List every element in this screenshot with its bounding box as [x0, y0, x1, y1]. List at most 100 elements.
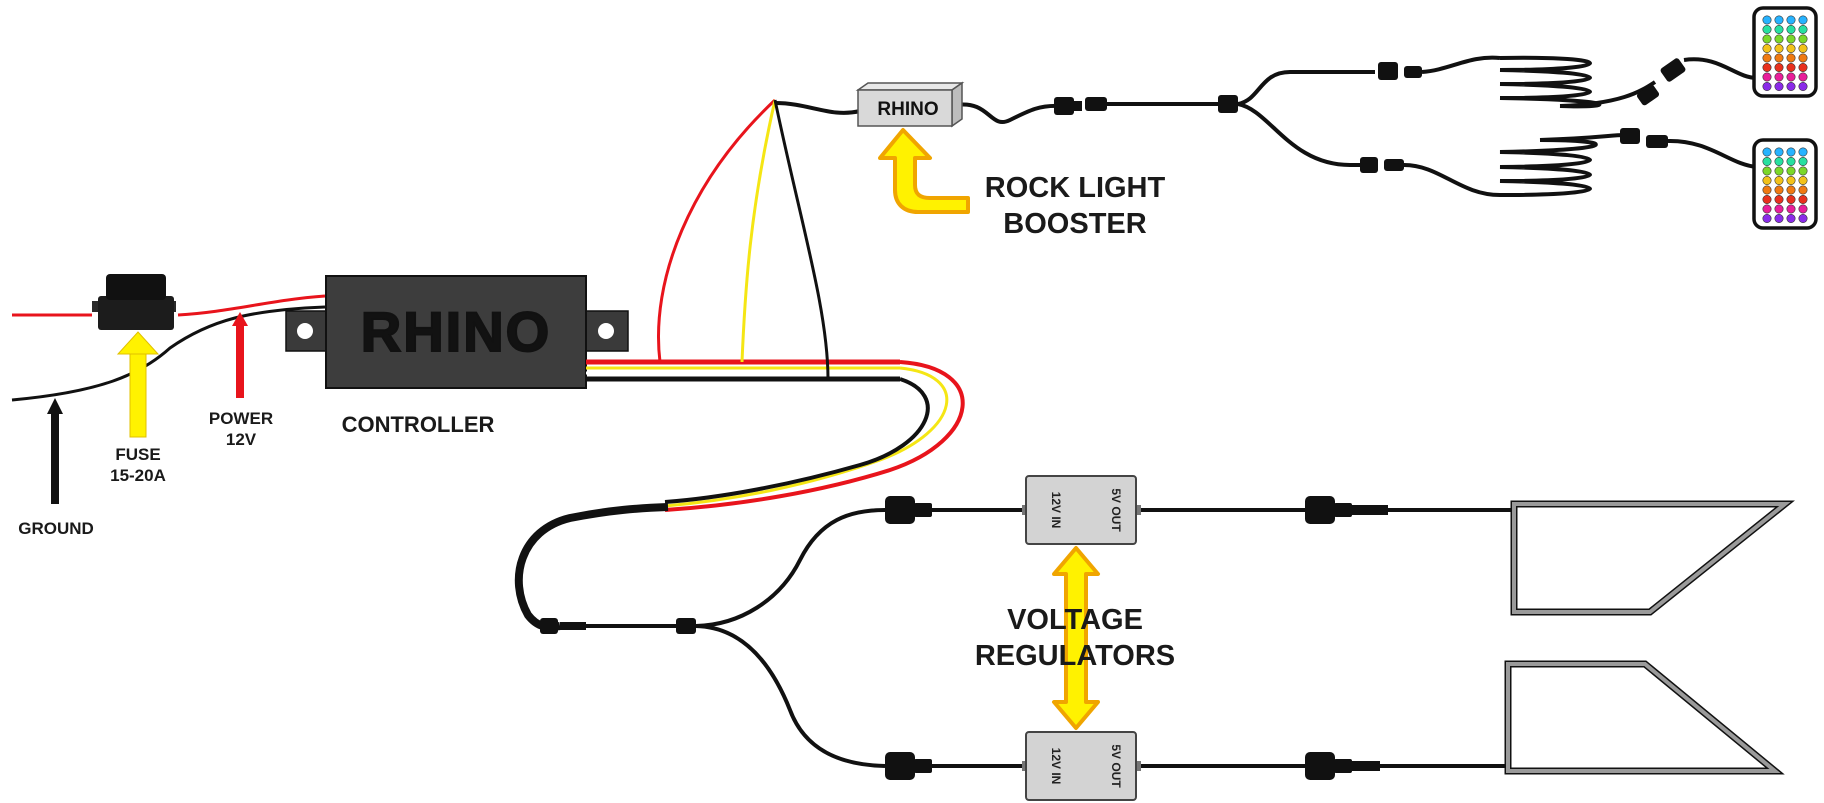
led-dot-grid [1762, 15, 1808, 92]
coil-top [1499, 55, 1657, 109]
led-dot [1798, 214, 1808, 224]
harness-loop-yellow [664, 366, 949, 508]
lower-trunk-wire [514, 503, 669, 631]
led-dot [1762, 15, 1772, 25]
led-dot [1786, 194, 1796, 204]
led-dot [1786, 214, 1796, 224]
voltage-regulator-top: 12V IN 5V OUT [1022, 475, 1141, 545]
led-dot [1798, 147, 1808, 157]
light-bar-icon [1510, 500, 1795, 616]
led-dot [1798, 24, 1808, 34]
regulators-double-arrow [1052, 546, 1100, 730]
led-dot [1762, 185, 1772, 195]
booster-logo: RHINO [877, 99, 938, 120]
led-dot [1774, 147, 1784, 157]
led-dot [1762, 53, 1772, 63]
led-dot [1774, 175, 1784, 185]
led-dot [1774, 43, 1784, 53]
led-dot [1774, 34, 1784, 44]
led-dot [1774, 185, 1784, 195]
harness-loop-black [664, 377, 930, 504]
led-dot [1762, 194, 1772, 204]
led-dot [1774, 72, 1784, 82]
led-dot [1798, 62, 1808, 72]
led-dot [1762, 62, 1772, 72]
regulator-bottom-in-label: 12V IN [1049, 748, 1063, 785]
led-dot-grid [1762, 147, 1808, 224]
riser-black-wire [773, 99, 830, 380]
coil-bottom [1499, 133, 1626, 197]
regulators-label-line1: VOLTAGE [1007, 604, 1143, 636]
led-dot [1786, 185, 1796, 195]
led-dot [1786, 24, 1796, 34]
led-dot [1798, 53, 1808, 63]
controller-logo: RHINO [361, 300, 551, 363]
led-dot [1786, 43, 1796, 53]
booster-wiring [774, 55, 1758, 197]
led-dot [1774, 194, 1784, 204]
led-dot [1798, 194, 1808, 204]
power-label-line1: POWER [209, 409, 273, 428]
controller-label: CONTROLLER [342, 412, 495, 437]
led-dot [1762, 147, 1772, 157]
led-dot [1786, 62, 1796, 72]
fuse-label-line2: 15-20A [110, 466, 166, 485]
regulator-top-in-label: 12V IN [1049, 492, 1063, 529]
led-dot [1774, 15, 1784, 25]
led-dot [1798, 156, 1808, 166]
led-dot [1762, 24, 1772, 34]
controller-output-harness [514, 98, 965, 631]
led-dot [1786, 175, 1796, 185]
led-dot [1786, 147, 1796, 157]
led-dot [1798, 185, 1808, 195]
regulators-label-line2: REGULATORS [975, 640, 1175, 672]
riser-red-wire [657, 98, 777, 363]
led-dot [1774, 24, 1784, 34]
power-input-wiring [11, 294, 326, 402]
led-dot [1762, 34, 1772, 44]
booster-pointer-arrow [878, 128, 970, 214]
led-dot [1786, 53, 1796, 63]
controller-box: RHINO [285, 275, 629, 389]
power-pointer-arrow [232, 312, 248, 398]
led-dot [1774, 204, 1784, 214]
led-dot [1762, 204, 1772, 214]
led-dot [1786, 34, 1796, 44]
led-dot [1762, 82, 1772, 92]
led-dot [1774, 62, 1784, 72]
led-dot [1798, 72, 1808, 82]
regulator-bottom-out-label: 5V OUT [1109, 744, 1123, 788]
led-dot [1798, 43, 1808, 53]
fuse-holder [92, 274, 176, 330]
led-dot [1774, 214, 1784, 224]
ground-black-wire [11, 305, 326, 402]
rgb-led-pod-icon [1752, 138, 1818, 230]
led-dot [1774, 82, 1784, 92]
led-dot [1774, 53, 1784, 63]
led-dot [1786, 15, 1796, 25]
led-dot [1798, 175, 1808, 185]
regulator-top-out-label: 5V OUT [1109, 488, 1123, 532]
led-dot [1786, 72, 1796, 82]
booster-label-line2: BOOSTER [1003, 208, 1146, 240]
led-dot [1762, 166, 1772, 176]
light-bar-icon [1504, 660, 1785, 775]
led-dot [1798, 82, 1808, 92]
fuse-label-line1: FUSE [115, 445, 160, 464]
led-dot [1774, 166, 1784, 176]
ground-pointer-arrow [47, 398, 63, 504]
led-dot [1786, 82, 1796, 92]
harness-loop-red [664, 360, 965, 512]
led-dot [1786, 204, 1796, 214]
fuse-to-controller-red-wire [177, 294, 326, 317]
led-dot [1762, 214, 1772, 224]
voltage-regulator-bottom: 12V IN 5V OUT [1022, 731, 1141, 801]
led-dot [1798, 15, 1808, 25]
booster-label-line1: ROCK LIGHT [985, 172, 1166, 204]
riser-yellow-wire [740, 99, 777, 363]
led-dot [1762, 72, 1772, 82]
led-dot [1762, 43, 1772, 53]
led-dot [1762, 175, 1772, 185]
fuse-pointer-arrow [116, 331, 160, 438]
